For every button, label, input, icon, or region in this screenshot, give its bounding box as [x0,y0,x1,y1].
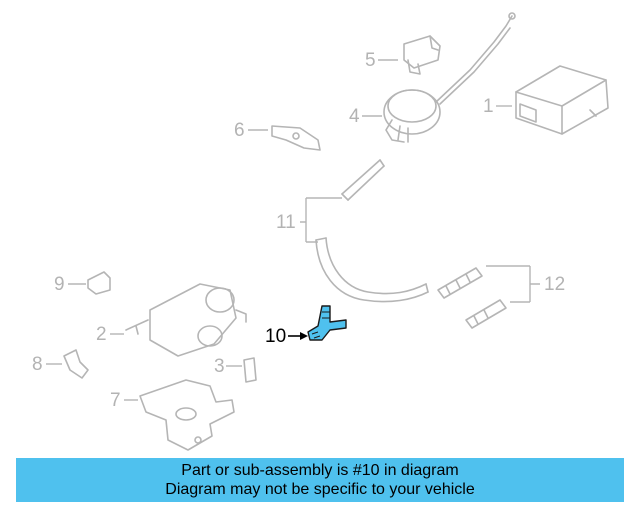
part-4-actuator [383,89,441,143]
part-3-fitting [243,357,257,383]
part-11-hoses [315,159,429,303]
part-2-pump [125,283,247,357]
cable [435,15,513,103]
part-9-cap [87,271,111,295]
callout-7: 7 [110,390,121,411]
callout-12: 12 [544,274,565,295]
callout-3: 3 [214,356,225,377]
part-12-valves [437,267,507,329]
part-5-connector [403,35,441,75]
leader-10-arrow [300,332,308,340]
leader-11 [300,197,342,243]
callout-6: 6 [234,120,245,141]
callout-5: 5 [365,50,376,71]
part-10-connector-highlighted [307,305,347,341]
part-8-elbow [63,349,89,379]
banner-line-2: Diagram may not be specific to your vehi… [165,481,475,498]
callout-10: 10 [265,326,286,347]
banner-line-1: Part or sub-assembly is #10 in diagram [181,462,459,479]
info-banner: Part or sub-assembly is #10 in diagram D… [16,458,624,502]
part-6-bracket [271,125,321,151]
leader-12 [486,265,540,303]
callout-8: 8 [32,354,43,375]
callout-4: 4 [349,106,360,127]
callout-1: 1 [483,96,494,117]
callout-9: 9 [54,274,65,295]
part-1-module [515,65,609,135]
part-7-bracket [139,379,235,451]
callout-2: 2 [96,324,107,345]
callout-11: 11 [276,212,296,233]
